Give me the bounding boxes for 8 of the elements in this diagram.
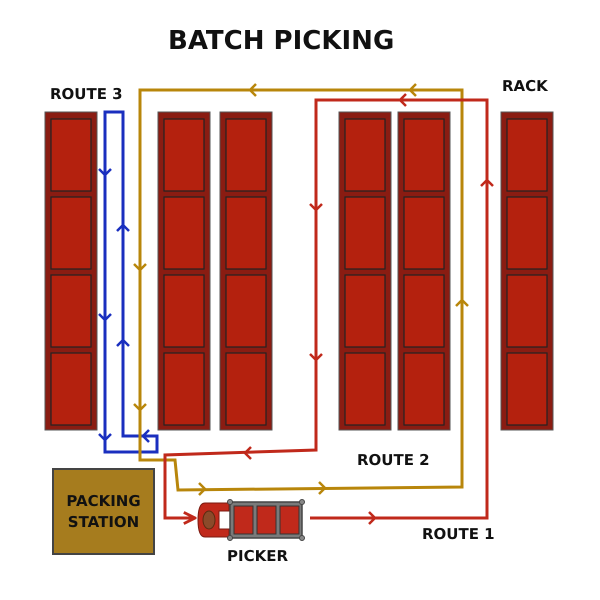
picker-caption: PICKER — [227, 547, 288, 565]
route-label: ROUTE 3 — [50, 85, 123, 103]
title: BATCH PICKING — [168, 26, 394, 56]
packing-station-box — [52, 468, 155, 555]
route-label: ROUTE 2 — [357, 451, 430, 469]
route-label: ROUTE 1 — [422, 525, 495, 543]
station-label: PACKING STATION — [65, 491, 142, 532]
route-label: RACK — [502, 77, 548, 95]
